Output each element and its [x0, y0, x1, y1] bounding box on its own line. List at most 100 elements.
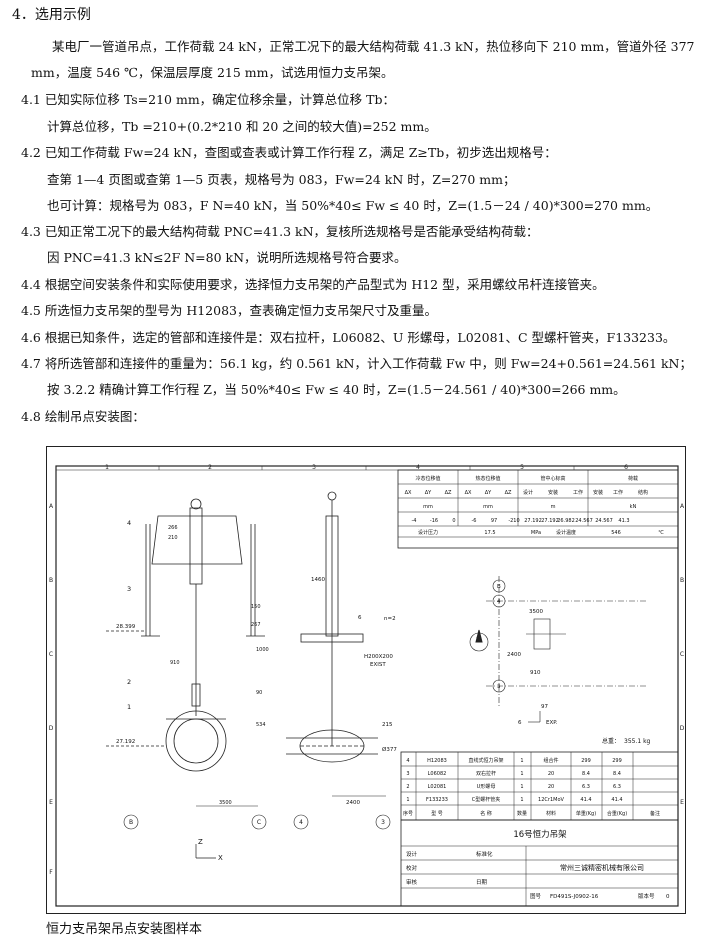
- grid-col-3: 3: [312, 464, 316, 471]
- paragraph-line-1: 某电厂一管道吊点，工作荷载 24 kN，正常工况下的最大结构荷载 41.3 kN…: [52, 39, 695, 54]
- grid-col-1: 1: [105, 464, 109, 471]
- tb-rev: 0: [666, 894, 670, 900]
- bom-header-cell: 序号: [403, 810, 413, 817]
- total-weight-label: 总重：: [602, 737, 620, 745]
- grid-row-c: C: [49, 651, 53, 658]
- param-group-load: 荷载: [628, 475, 638, 482]
- figure-caption: 恒力支吊架吊点安装图样本: [46, 922, 203, 937]
- bom-cell: 组合件: [543, 757, 558, 764]
- step-4-2-calc: 也可计算：规格号为 083，F N=40 kN，当 50%*40≤ Fw ≤ 4…: [47, 198, 659, 213]
- design-pressure-value: 17.5: [484, 530, 495, 536]
- tb-rev-label: 版本号: [638, 892, 655, 900]
- callout-4: 4: [127, 519, 131, 527]
- company-name: 常州三诚精密机械有限公司: [560, 863, 644, 872]
- grid-row-c-right: C: [680, 651, 684, 658]
- beam-label-exist: EXIST: [370, 662, 386, 668]
- bottom-axis-labels: B C 4 3: [129, 819, 385, 826]
- dim-1000: 1000: [256, 647, 269, 653]
- param-value: 26.982: [557, 518, 575, 524]
- tb-drawing-no: FD491S-J0902-16: [550, 894, 599, 900]
- bottom-axis-4: 4: [299, 819, 303, 826]
- bom-cell: H12083: [427, 758, 447, 764]
- elevation-lower: 27.192: [116, 739, 135, 745]
- param-value: 27.192: [524, 518, 542, 524]
- bom-header-cell: 型 号: [431, 810, 443, 817]
- bom-cell: 8.4: [613, 771, 621, 777]
- param-subhead: ΔZ: [445, 490, 452, 496]
- bom-header-cell: 材料: [546, 810, 556, 817]
- dim-1460: 1460: [311, 577, 325, 583]
- bom-cell: 20: [548, 784, 554, 790]
- callout-3: 3: [127, 585, 131, 593]
- param-value: 97: [491, 518, 497, 524]
- design-pressure-label: 设计压力: [418, 529, 438, 536]
- param-subhead: 工作: [573, 489, 583, 496]
- tb-std-label: 标准化: [476, 850, 493, 858]
- callout-2: 2: [127, 678, 131, 686]
- bom-cell: U形螺母: [477, 783, 496, 790]
- beam-label: H200X200: [364, 654, 393, 660]
- bom-cell: 8.4: [582, 771, 590, 777]
- dim-150: 150: [251, 604, 261, 610]
- step-4-2-lookup: 查第 1—4 页图或查第 1—5 页表，规格号为 083，Fw=24 kN 时，…: [47, 172, 516, 187]
- grid-row-d-right: D: [680, 725, 685, 732]
- paragraph-line-2: mm，温度 546 ℃，保温层厚度 215 mm，试选用恒力支吊架。: [31, 65, 394, 80]
- plan-dim-910: 910: [530, 670, 541, 676]
- bom-cell: 20: [548, 771, 554, 777]
- bom-cell: 双右拉杆: [476, 770, 496, 777]
- elevation-upper: 28.399: [116, 624, 136, 630]
- param-value: 24.567: [575, 518, 593, 524]
- coordinate-axes-icon: [195, 844, 216, 859]
- bottom-axis-b: B: [129, 819, 133, 826]
- dim-210: 210: [168, 535, 178, 541]
- x-axis-label: X: [218, 854, 223, 862]
- grid-col-4: 4: [416, 464, 420, 471]
- dim-6: 6: [518, 720, 522, 726]
- grid-col-2: 2: [208, 464, 212, 471]
- bom-header-cell: 备注: [650, 810, 660, 817]
- north-arrow-icon: [469, 629, 489, 652]
- bom-cell: 6.3: [582, 784, 590, 790]
- param-value: 24.567: [595, 518, 613, 524]
- plan-axis-3: 3: [497, 684, 501, 690]
- dim-215: 215: [382, 722, 393, 728]
- param-value: 41.3: [618, 518, 629, 524]
- grid-row-b: B: [49, 577, 53, 584]
- param-subhead: 工作: [613, 489, 623, 496]
- step-4-1: 4.1 已知实际位移 Ts=210 mm，确定位移余量，计算总位移 Tb：: [21, 92, 395, 107]
- param-unit-cold: mm: [423, 504, 433, 510]
- param-subhead: ΔX: [465, 490, 472, 496]
- bom-cell: 1: [520, 797, 523, 803]
- param-value: -4: [412, 518, 417, 524]
- dim-97: 97: [541, 704, 548, 710]
- plan-view: [486, 576, 646, 706]
- tb-row-design: 设计: [406, 850, 418, 858]
- param-subhead: 安装: [593, 489, 603, 496]
- bom-cell: L06082: [428, 771, 447, 777]
- dim-2400: 2400: [346, 800, 360, 806]
- front-view-labels: 4 3 2 1 28.399 27.192 266 210 150 267 10…: [116, 519, 269, 807]
- bottom-axis-bubbles: [123, 814, 391, 830]
- step-4-8: 4.8 绘制吊点安装图：: [21, 409, 145, 424]
- grid-col-5: 5: [520, 464, 524, 471]
- title-block: 16号恒力吊架 常州三诚精密机械有限公司 设计 校对 审核 标准化 日期 图号 …: [400, 819, 679, 907]
- param-value: -6: [472, 518, 477, 524]
- grid-row-f: F: [49, 869, 53, 876]
- step-4-5: 4.5 所选恒力支吊架的型号为 H12083，查表确定恒力支吊架尺寸及重量。: [21, 303, 437, 318]
- callout-1: 1: [127, 703, 131, 711]
- expansion-arrow-icon: [528, 711, 541, 723]
- design-temp-unit: ℃: [658, 530, 664, 536]
- plan-dim-3500: 3500: [529, 609, 543, 615]
- dim-3500: 3500: [219, 800, 232, 806]
- param-subhead: 结构: [638, 489, 648, 496]
- bom-cell: 41.4: [580, 797, 591, 803]
- dim-266: 266: [168, 525, 178, 531]
- side-view: [286, 491, 386, 797]
- grid-row-a: A: [49, 503, 54, 510]
- step-4-2: 4.2 已知工作荷载 Fw=24 kN，查图或查表或计算工作行程 Z，满足 Z≥…: [21, 145, 557, 160]
- tb-date-label: 日期: [476, 879, 488, 886]
- param-subhead: ΔY: [485, 490, 492, 496]
- bom-cell: 299: [581, 758, 591, 764]
- param-group-hot: 热态位移值: [475, 475, 500, 482]
- step-4-4: 4.4 根据空间安装条件和实际使用要求，选择恒力支吊架的产品型式为 H12 型，…: [21, 277, 605, 292]
